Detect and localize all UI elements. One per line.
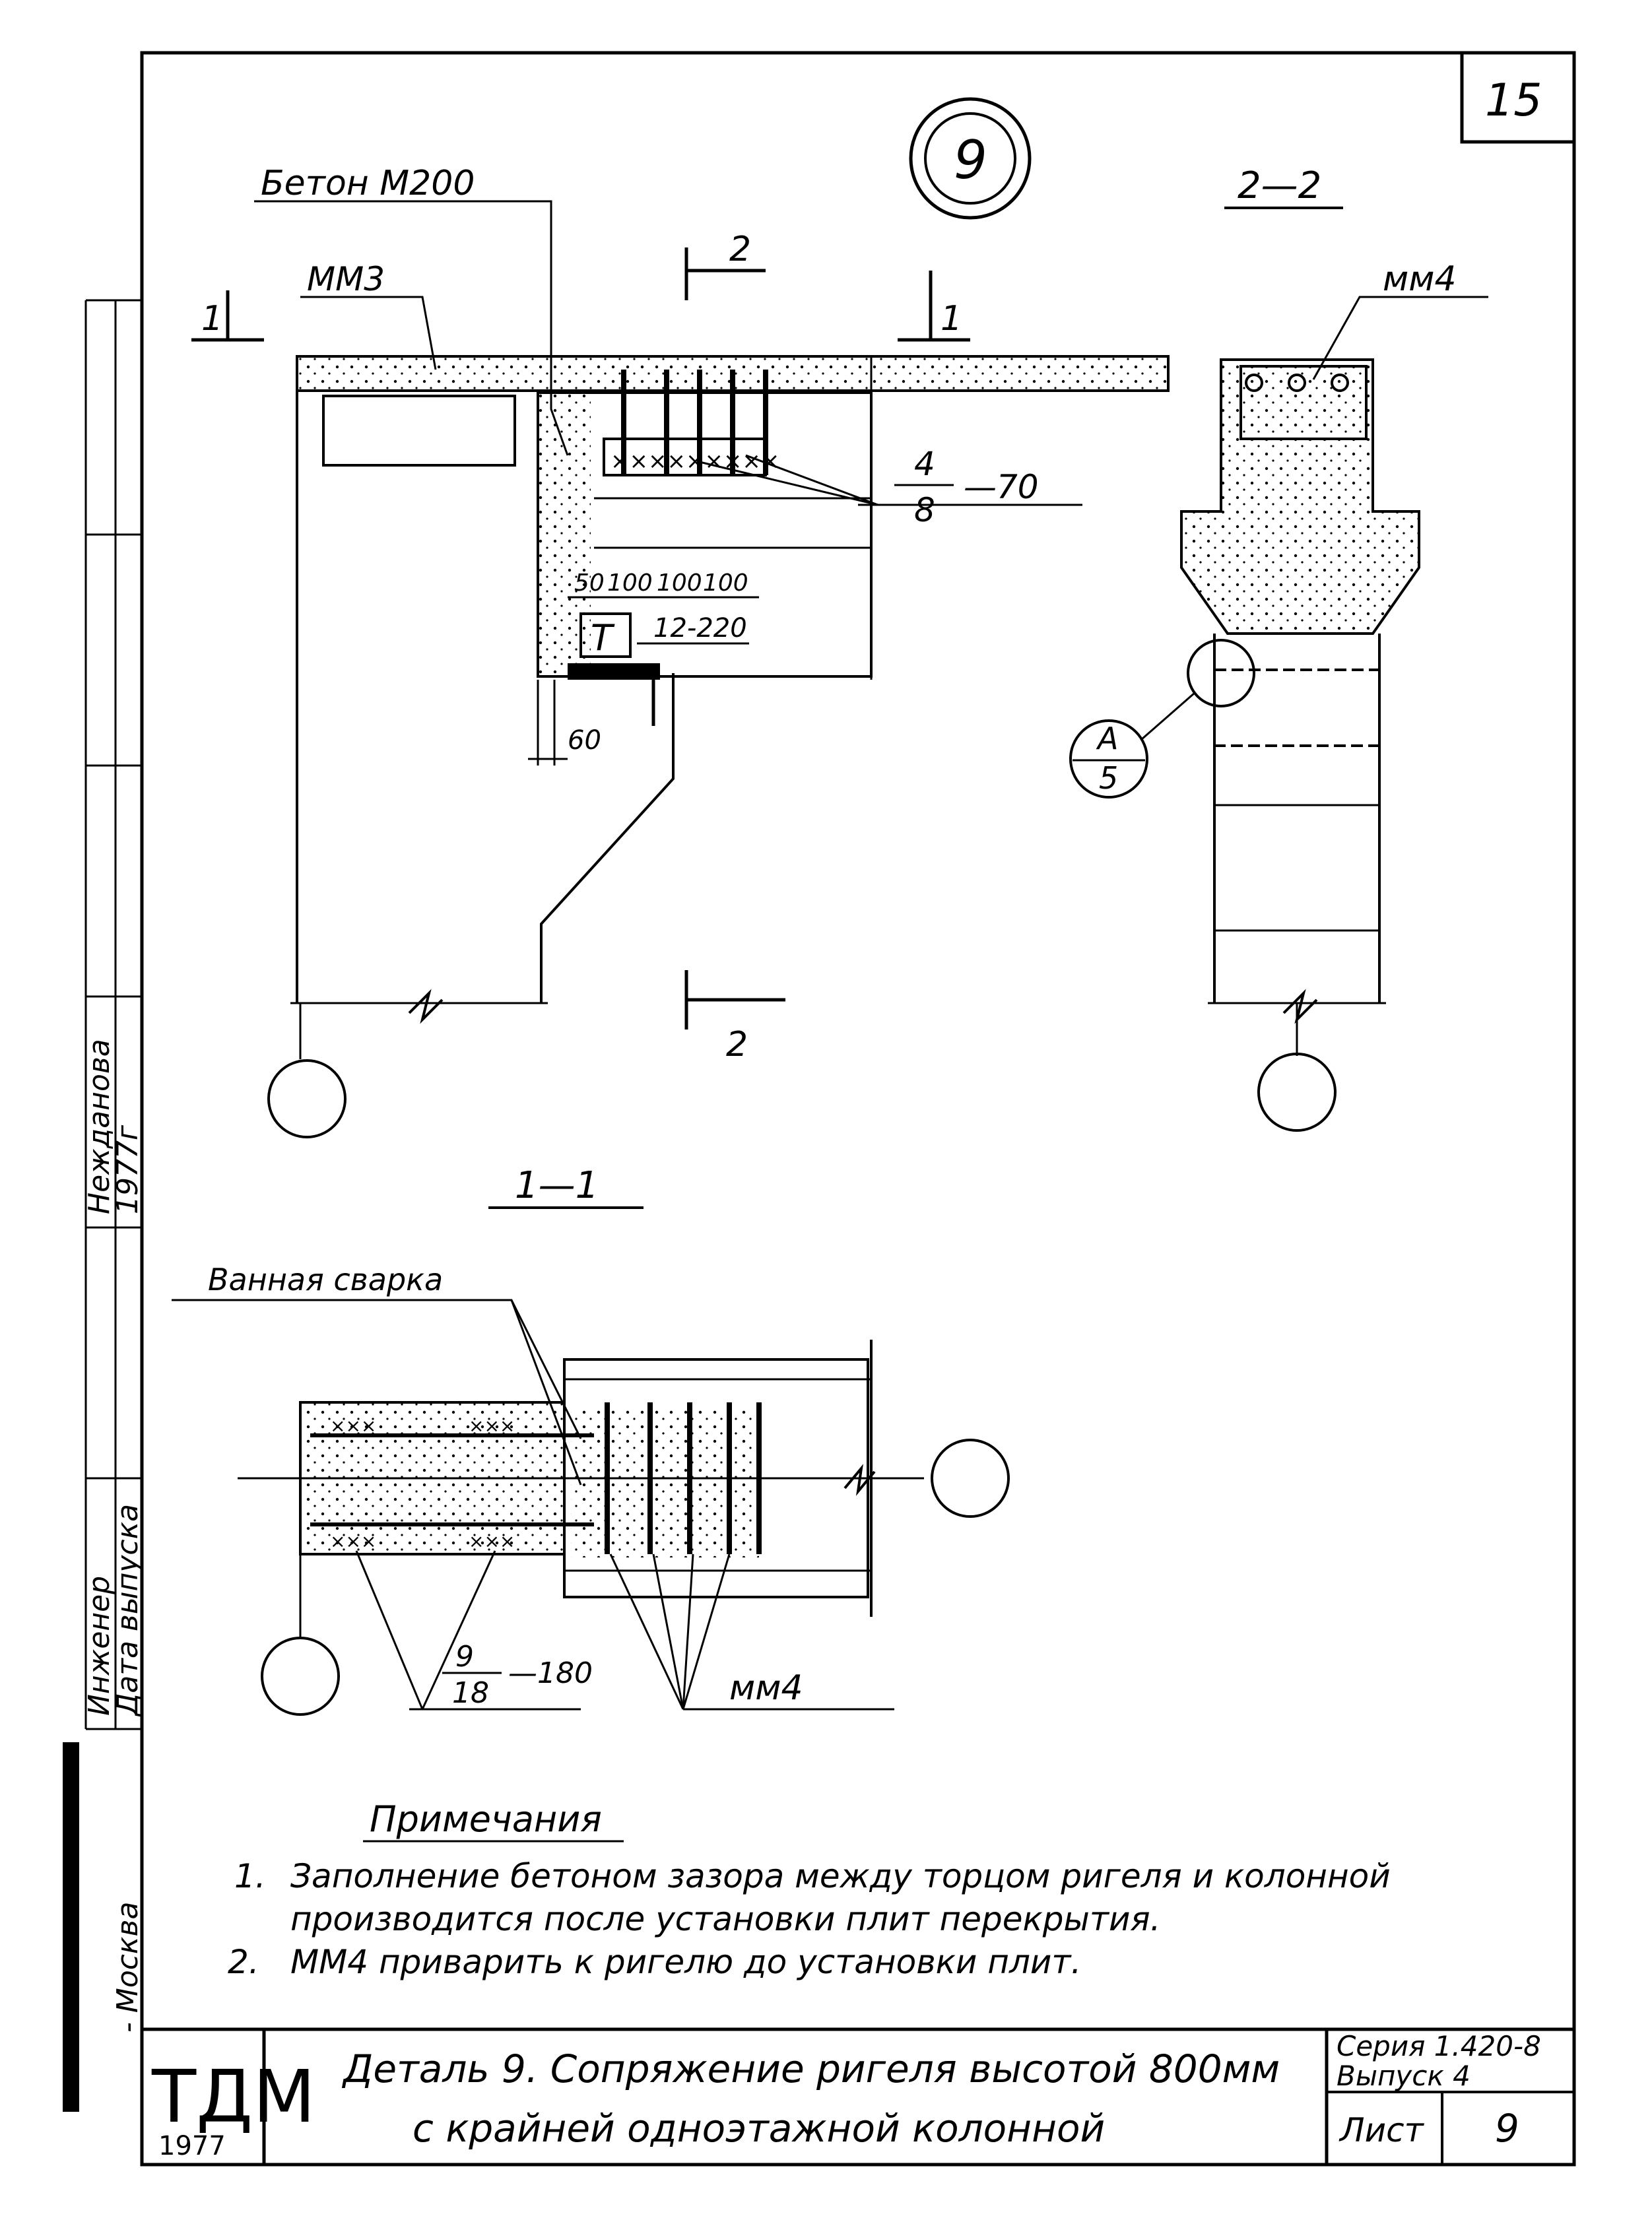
stirrups: ×××××××××: [603, 370, 779, 476]
stamp-date-label: Дата выпуска: [111, 1504, 145, 1717]
section-2-2-view: 2—2 мм4 А 5: [1069, 164, 1488, 1132]
section-2-bottom: 2: [726, 1025, 748, 1064]
stamp-name: Нежданова: [83, 1039, 116, 1214]
svg-text:5: 5: [1099, 760, 1118, 796]
stamp-city: - Москва: [111, 1902, 145, 2033]
elevation-view: Бетон М200 ММ3 1 1 2 2: [191, 164, 1170, 1138]
bath-welding-label: Ванная сварка: [208, 1262, 443, 1297]
sheet-value: 9: [1495, 2106, 1519, 2151]
issue: Выпуск 4: [1337, 2060, 1470, 2092]
dim-100b: 100: [657, 570, 702, 597]
bars2-len: —180: [508, 1656, 593, 1690]
svg-text:×××××××××: ×××××××××: [611, 448, 779, 474]
bars2-den: 18: [452, 1676, 489, 1710]
section-2-top: 2: [729, 230, 751, 269]
concrete-label: Бетон М200: [261, 164, 475, 203]
series: Серия 1.420-8: [1337, 2030, 1541, 2062]
notes-block: Примечания 1. Заполнение бетоном зазора …: [228, 1798, 1391, 1981]
axis-bubble-plan-left: [261, 1637, 340, 1716]
dim-100a: 100: [607, 570, 653, 597]
axis-bubble-left: [267, 1059, 347, 1138]
section-1-1-view: 1—1 Ванная сварка ××× ××× ××× ××× 9 18 —…: [172, 1164, 1010, 1716]
axis-bubble-plan-right: [931, 1439, 1010, 1518]
margin-stamp: Инженер Дата выпуска Нежданова 1977г - М…: [63, 299, 145, 2112]
sheet-number: 15: [1485, 75, 1542, 127]
note-1-text: Заполнение бетоном зазора между торцом р…: [290, 1857, 1391, 1895]
mm4-bottom-label: мм4: [729, 1668, 803, 1708]
bars-den: 8: [914, 491, 935, 529]
mm4-top-label: мм4: [1383, 259, 1457, 299]
title-line-1: Деталь 9. Сопряжение ригеля высотой 800м…: [341, 2046, 1280, 2091]
stamp-year: 1977г: [111, 1125, 145, 1214]
detail-marker: 9: [909, 97, 1032, 220]
note-2-text: ММ4 приварить к ригелю до установки плит…: [290, 1943, 1081, 1981]
svg-text:×××: ×××: [469, 1530, 515, 1552]
t-mark-box: [579, 612, 632, 658]
dim-12-220: 12-220: [653, 613, 747, 643]
stamp-engineer: Инженер: [83, 1576, 116, 1716]
section-1-right: 1: [941, 299, 962, 339]
note-2-num: 2.: [228, 1943, 259, 1981]
svg-text:9: 9: [954, 129, 987, 191]
sheet-frame: [140, 51, 1576, 2167]
sheet-label: Лист: [1338, 2111, 1425, 2149]
svg-text:А: А: [1096, 721, 1118, 756]
section-1-left: 1: [201, 299, 223, 339]
bars-num: 4: [914, 445, 935, 483]
svg-text:×××: ×××: [469, 1415, 515, 1437]
title-line-2: с крайней одноэтажной колонной: [413, 2106, 1105, 2151]
sheet-number-box: [1460, 51, 1576, 144]
bars-len: —70: [964, 468, 1039, 506]
bars2-num: 9: [455, 1640, 474, 1674]
callout-a5: А 5: [1069, 719, 1148, 799]
mm3-label: ММ3: [307, 260, 385, 298]
section-11-title: 1—1: [515, 1164, 599, 1207]
dim-50: 50: [574, 570, 605, 597]
notes-title: Примечания: [370, 1798, 602, 1840]
callout-circle: [1187, 639, 1255, 707]
svg-text:×××: ×××: [330, 1415, 376, 1437]
section-22-title: 2—2: [1238, 164, 1321, 207]
logo: ТДМ: [151, 2054, 315, 2139]
note-1-num: 1.: [234, 1857, 266, 1895]
t-mark: Т: [591, 617, 615, 659]
svg-text:×××: ×××: [330, 1530, 376, 1552]
dim-100c: 100: [703, 570, 748, 597]
logo-year: 1977: [158, 2131, 226, 2161]
dim-60: 60: [568, 725, 601, 756]
axis-bubble-right-top: [1257, 1053, 1337, 1132]
title-block: ТДМ 1977 Деталь 9. Сопряжение ригеля выс…: [142, 2027, 1574, 2165]
note-1b-text: производится после установки плит перекр…: [290, 1900, 1161, 1938]
